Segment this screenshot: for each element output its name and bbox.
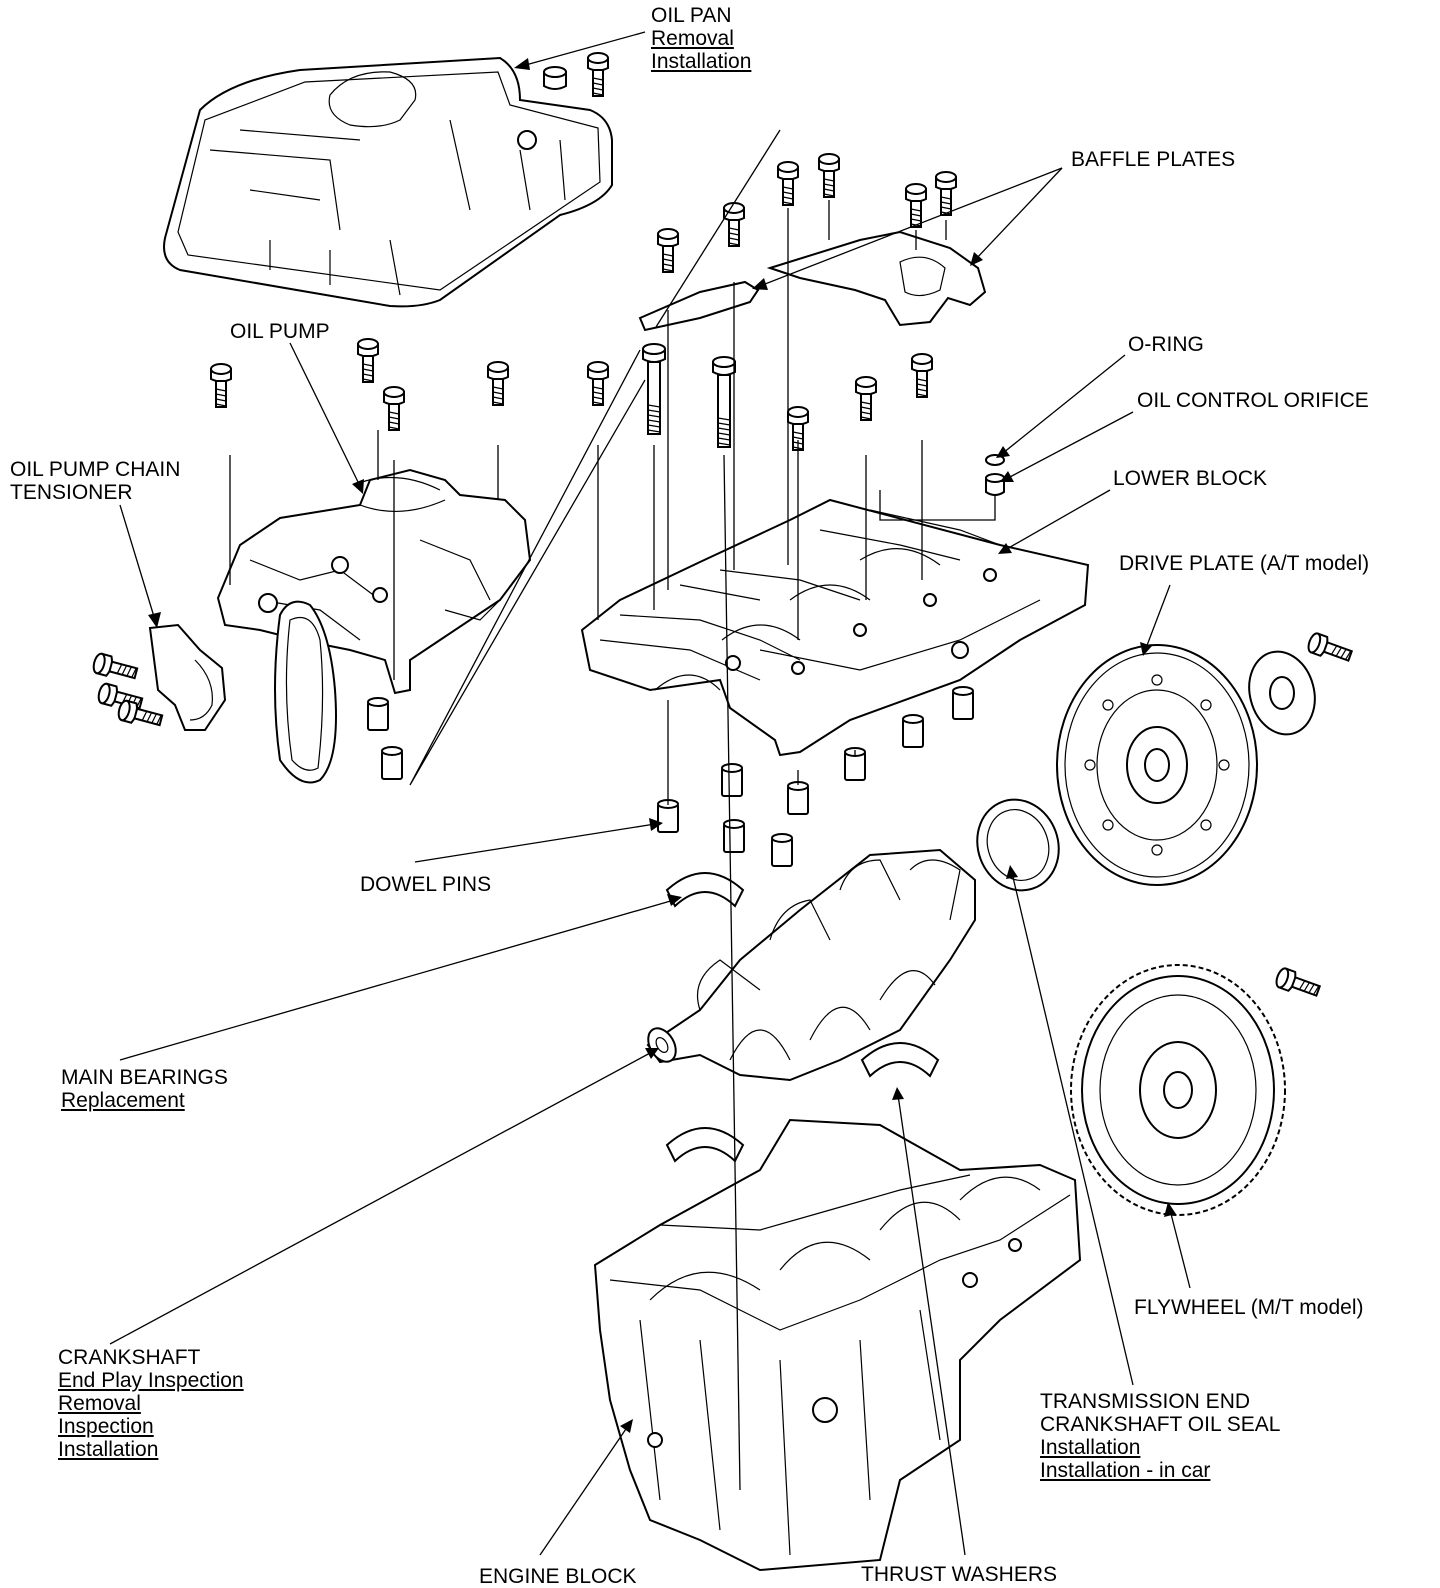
oil-pan-nut — [543, 66, 567, 90]
dowel-pin — [721, 763, 743, 797]
flywheel — [1070, 964, 1286, 1216]
lower-block-bolt — [855, 376, 877, 421]
main-bearings-title: MAIN BEARINGS — [61, 1066, 228, 1089]
baffle-bolt — [777, 161, 799, 206]
crankshaft-removal-link[interactable]: Removal — [58, 1392, 141, 1415]
crankshaft — [646, 848, 976, 1082]
dowel-pin — [723, 819, 745, 853]
drive-plate-bolt — [1305, 630, 1355, 667]
dowel-pin — [771, 833, 793, 867]
flywheel-bolt — [1273, 965, 1323, 1002]
main-bearing — [666, 1127, 744, 1162]
engine-block-label: ENGINE BLOCK — [479, 1565, 637, 1588]
oil-control-orifice — [985, 473, 1005, 496]
transmission-end-oil-seal — [976, 798, 1060, 892]
seal-installation-link[interactable]: Installation — [1040, 1436, 1141, 1459]
seal-installation-in-car-link[interactable]: Installation - in car — [1040, 1459, 1211, 1482]
drive-plate — [1056, 644, 1258, 886]
drive-plate-title: DRIVE PLATE (A/T model) — [1119, 552, 1370, 575]
crankshaft-end-play-link[interactable]: End Play Inspection — [58, 1369, 244, 1392]
o-ring-label: O-RING — [1128, 333, 1204, 356]
oil-pump-label: OIL PUMP — [230, 320, 330, 343]
dowel-pins-label: DOWEL PINS — [360, 873, 491, 896]
crankshaft-installation-link[interactable]: Installation — [58, 1438, 159, 1461]
drive-plate-label: DRIVE PLATE (A/T model) — [1119, 552, 1369, 575]
lower-block-label: LOWER BLOCK — [1113, 467, 1267, 490]
dowel-pin — [381, 746, 403, 780]
baffle-bolt — [818, 153, 840, 198]
oil-pan-removal-link[interactable]: Removal — [651, 27, 734, 50]
flywheel-title: FLYWHEEL (M/T model) — [1134, 1296, 1364, 1319]
oil-pump-chain-tensioner-label: OIL PUMP CHAIN TENSIONER — [10, 458, 180, 504]
dowel-pin — [787, 781, 809, 815]
main-bearings-replacement-link[interactable]: Replacement — [61, 1089, 185, 1112]
oil-pump-chain — [274, 600, 337, 784]
thrust-washers-title: THRUST WASHERS — [861, 1563, 1058, 1586]
baffle-plates-title: BAFFLE PLATES — [1071, 148, 1236, 171]
oil-pump-title: OIL PUMP — [230, 320, 330, 343]
main-bearings-label: MAIN BEARINGS Replacement — [61, 1066, 228, 1112]
tensioner-title-line1: OIL PUMP CHAIN — [10, 458, 181, 481]
baffle-bolt — [657, 228, 679, 273]
oil-control-orifice-title: OIL CONTROL ORIFICE — [1137, 389, 1369, 412]
drive-plate-washer — [1248, 650, 1316, 736]
alignment-lines — [229, 129, 996, 1491]
seal-title-line2: CRANKSHAFT OIL SEAL — [1040, 1413, 1281, 1436]
oil-pan-bolt — [587, 52, 609, 97]
lower-block-long-bolt — [642, 343, 666, 435]
lower-block-long-bolt — [712, 356, 736, 448]
oil-pump-bolt — [487, 361, 509, 406]
dowel-pin — [367, 697, 389, 731]
o-ring-title: O-RING — [1128, 333, 1204, 356]
oil-pump-chain-tensioner — [148, 623, 227, 731]
baffle-bolt — [935, 171, 957, 216]
lower-block-bolt — [911, 353, 933, 398]
baffle-plate-small — [638, 280, 760, 332]
oil-pump-bolt — [210, 363, 232, 408]
tensioner-bolt — [90, 651, 140, 684]
dowel-pin — [902, 714, 924, 748]
crankshaft-title: CRANKSHAFT — [58, 1346, 201, 1369]
baffle-bolt — [905, 183, 927, 228]
baffle-plate-large — [766, 230, 987, 327]
oil-pan-installation-link[interactable]: Installation — [651, 50, 752, 73]
baffle-plates-label: BAFFLE PLATES — [1071, 148, 1235, 171]
crankshaft-inspection-link[interactable]: Inspection — [58, 1415, 154, 1438]
engine-block-title: ENGINE BLOCK — [479, 1565, 637, 1588]
engine-block — [593, 1118, 1082, 1572]
oil-pump-bolt — [357, 338, 379, 383]
tensioner-title-line2: TENSIONER — [10, 481, 133, 504]
flywheel-label: FLYWHEEL (M/T model) — [1134, 1296, 1363, 1319]
leader-lines — [109, 31, 1191, 1556]
dowel-pin — [952, 686, 974, 720]
oil-pan-title: OIL PAN — [651, 4, 732, 27]
oil-control-orifice-label: OIL CONTROL ORIFICE — [1137, 389, 1369, 412]
baffle-bolt — [723, 202, 745, 247]
crankshaft-label: CRANKSHAFT End Play Inspection Removal I… — [58, 1346, 244, 1461]
oil-pan — [163, 56, 613, 308]
transmission-end-seal-label: TRANSMISSION END CRANKSHAFT OIL SEAL Ins… — [1040, 1390, 1280, 1482]
lower-block-bolt — [587, 361, 609, 406]
lower-block-title: LOWER BLOCK — [1113, 467, 1268, 490]
lower-block — [580, 498, 1090, 757]
dowel-pins-title: DOWEL PINS — [360, 873, 492, 896]
main-bearing — [666, 872, 744, 907]
oil-pump-bolt — [383, 386, 405, 431]
thrust-washer — [861, 1042, 939, 1077]
seal-title-line1: TRANSMISSION END — [1040, 1390, 1251, 1413]
thrust-washers-label: THRUST WASHERS — [861, 1563, 1057, 1586]
oil-pan-label: OIL PAN Removal Installation — [651, 4, 751, 73]
